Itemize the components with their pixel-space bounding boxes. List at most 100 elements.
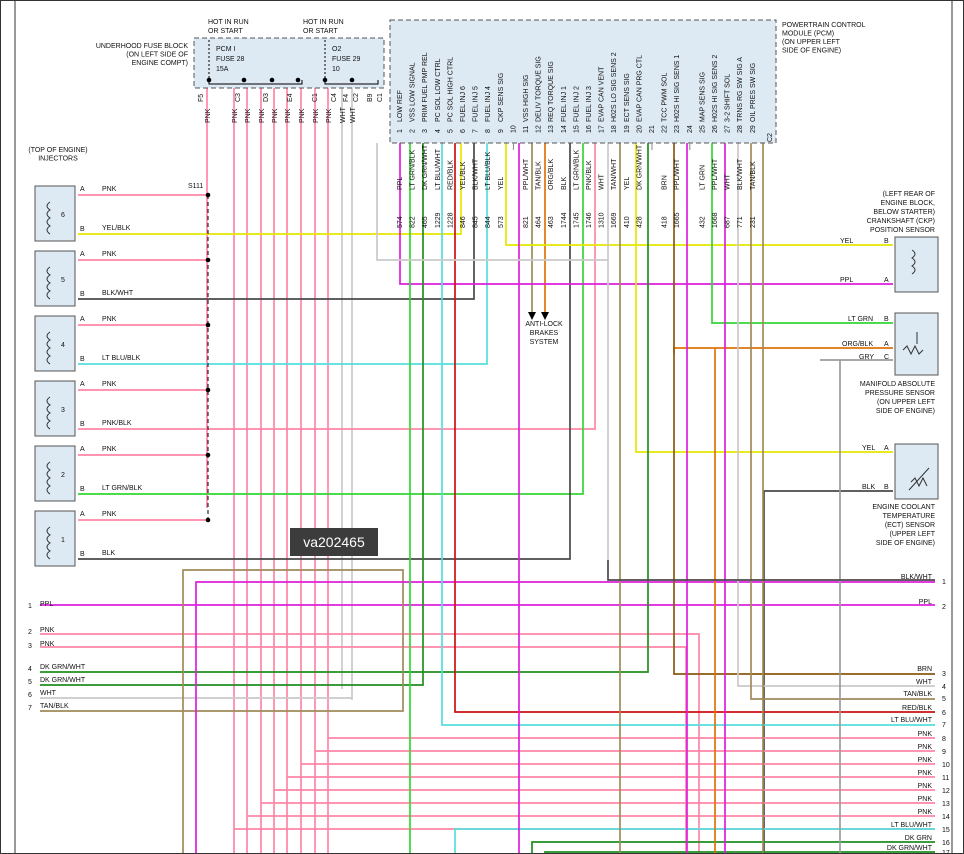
fuse-28-label: FUSE 28 — [216, 56, 245, 63]
pcm-pin-number: 7 — [473, 129, 480, 133]
pcm-pin-name: H02S LO SIG SENS 2 — [611, 52, 618, 122]
pcm-circuit-number: 1665 — [674, 212, 681, 228]
injector-5-wire — [78, 143, 475, 300]
left-connector-color: DK GRN/WHT — [40, 677, 86, 684]
pcm-circuit-number: 844 — [485, 216, 492, 228]
fuse-pin-label: C1 — [312, 93, 319, 102]
splice-label: S111 — [188, 183, 203, 190]
fuse-hot-label: HOT IN RUN — [208, 19, 249, 26]
fuse-wire-color: PNK — [205, 108, 212, 123]
pcm-wire-color: TAN/BLK — [536, 161, 543, 190]
right-connector-wire — [531, 841, 935, 854]
fuse-bus-dot — [295, 77, 301, 83]
fuse-wire-color: PNK — [299, 108, 306, 123]
injector-number: 3 — [61, 407, 65, 414]
watermark-label: va202465 — [290, 528, 378, 556]
pcm-title: SIDE OF ENGINE) — [782, 48, 841, 55]
right-connector-wire — [673, 143, 935, 675]
right-connector-num: 15 — [942, 827, 950, 834]
injector-pin: B — [80, 421, 85, 428]
injector-1-wire — [78, 143, 571, 560]
injector-6-wire — [78, 143, 462, 235]
pcm-wire-color: BRN — [662, 175, 669, 190]
pcm-pin-number: 24 — [687, 125, 694, 133]
abs-arrows — [528, 312, 549, 320]
right-connector-num: 17 — [942, 850, 950, 854]
right-connector-color: LT BLU/WHT — [891, 717, 933, 724]
fuse-29-label: 10 — [332, 66, 340, 73]
injector-a-color: PNK — [102, 186, 117, 193]
ckp-title: CRANKSHAFT (CKP) — [867, 218, 935, 225]
pcm-pin-number: 11 — [523, 126, 530, 133]
map-wire-ltgrn — [711, 143, 893, 324]
map-title: SIDE OF ENGINE) — [876, 408, 935, 415]
injector-box — [34, 445, 76, 502]
left-connector-wire — [40, 646, 687, 854]
right-connector-num: 16 — [942, 840, 950, 847]
pcm-circuit-number: 1310 — [599, 212, 606, 228]
left-connector-num: 2 — [28, 629, 32, 636]
pcm-wire-color: BLK/WHT — [737, 158, 744, 190]
pcm-circuit-number: 465 — [422, 216, 429, 228]
pcm-down-wire — [607, 560, 935, 581]
abs-label: SYSTEM — [530, 339, 559, 346]
ect-title: (ECT) SENSOR — [885, 522, 935, 529]
pcm-pin-number: 12 — [536, 125, 543, 133]
injector-a-color: PNK — [102, 511, 117, 518]
pcm-wire-color: LT GRN — [699, 165, 706, 190]
pcm-down-wire — [376, 143, 608, 261]
injector-coil-symbol — [46, 201, 51, 235]
pcm-wire-color: BLK/WHT — [473, 158, 480, 190]
pcm-pin-name: VSS HIGH SIG — [523, 75, 530, 122]
injector-a-color: PNK — [102, 251, 117, 258]
pcm-wire-color: LT BLU/WHT — [435, 148, 442, 190]
pcm-pin-name: OIL PRES SW SIG — [750, 63, 757, 122]
injector-pin: B — [80, 356, 85, 363]
pcm-pin-name: EVAP CAN VENT — [599, 66, 606, 122]
pcm-pin-number: 22 — [662, 125, 669, 133]
injector-b-color: BLK — [102, 550, 116, 557]
pcm-pin-number: 6 — [460, 129, 467, 133]
injector-a-color: PNK — [102, 381, 117, 388]
right-connector-color: LT BLU/WHT — [891, 822, 933, 829]
ckp-title: (LEFT REAR OF — [883, 191, 935, 198]
injector-splice-dot — [205, 517, 211, 523]
injector-pin: A — [80, 316, 85, 323]
left-connector-num: 1 — [28, 603, 32, 610]
injector-pin: A — [80, 186, 85, 193]
map-title: PRESSURE SENSOR — [865, 390, 935, 397]
pcm-wire-color: WHT — [599, 173, 606, 190]
pcm-pin-number: 13 — [548, 125, 555, 133]
fuse-pin-label: C4 — [331, 93, 338, 102]
pcm-pin-name: ECT SENS SIG — [624, 73, 631, 122]
ckp-coil-symbol — [911, 249, 916, 275]
fuse-hot-label: OR START — [208, 28, 243, 35]
pcm-circuit-number: 1229 — [435, 212, 442, 228]
right-connector-color: DK GRN/WHT — [887, 845, 933, 852]
injector-box — [34, 315, 76, 372]
ckp-wire-color: PPL — [840, 277, 853, 284]
right-connector-color: TAN/BLK — [903, 691, 932, 698]
pcm-pin-name: PC SOL LOW CTRL — [435, 58, 442, 122]
pcm-wire-color: TAN/WHT — [611, 158, 618, 190]
injector-a-color: PNK — [102, 446, 117, 453]
pcm-title: (ON UPPER LEFT — [782, 39, 841, 46]
ect-wire-color: BLK — [862, 484, 876, 491]
pcm-circuit-number: 1228 — [447, 212, 454, 228]
fuse-pin-label: C2 — [353, 93, 360, 102]
map-pin: A — [884, 341, 889, 348]
injector-coil-symbol — [46, 396, 51, 430]
pcm-circuit-number: 1745 — [573, 212, 580, 228]
right-connector-color: WHT — [916, 679, 933, 686]
ect-title: ENGINE COOLANT — [872, 504, 935, 511]
right-connector-color: PNK — [918, 796, 933, 803]
injector-number: 2 — [61, 472, 65, 479]
right-connector-wire — [195, 581, 935, 854]
right-connector-color: RED/BLK — [902, 705, 932, 712]
fuse-hot-label: HOT IN RUN — [303, 19, 344, 26]
left-connector-num: 4 — [28, 666, 32, 673]
right-connector-wire — [441, 143, 935, 726]
pcm-circuit-number: 845 — [473, 216, 480, 228]
pcm-pin-name: FUEL INJ 3 — [586, 86, 593, 122]
pcm-pin-name: FUEL INJ 5 — [473, 86, 480, 122]
